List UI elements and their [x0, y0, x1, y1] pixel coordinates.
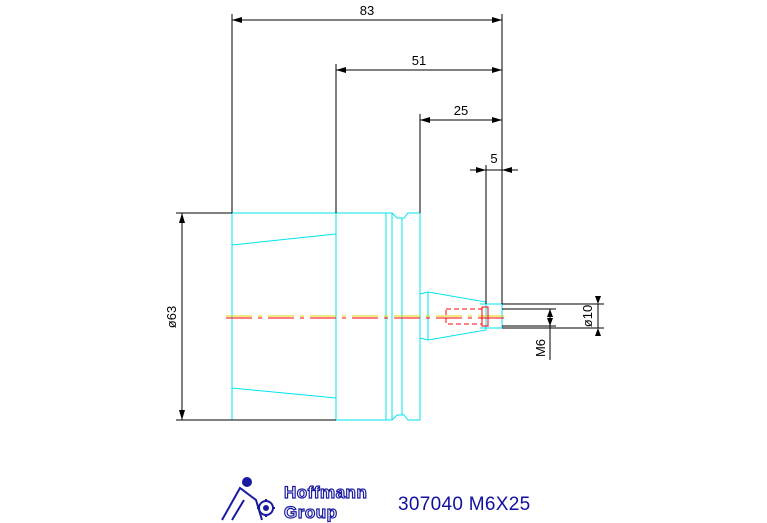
part-number-caption: 307040 M6X25: [398, 494, 531, 515]
dim-body-diameter: ø63: [164, 306, 179, 328]
dim-tip-diameter: ø10: [580, 305, 595, 327]
hoffmann-group-logo: Hoffmann Group: [221, 477, 367, 523]
dim-thread: M6: [533, 339, 548, 357]
center-line: [226, 306, 506, 327]
logo-figure-icon: [221, 477, 275, 521]
dimension-lines: [176, 14, 604, 421]
dim-overall-length: 83: [360, 3, 374, 18]
logo-text-hoffmann: Hoffmann: [284, 483, 367, 502]
dim-tip-length: 5: [490, 151, 497, 166]
logo-text-group: Group: [284, 503, 338, 522]
dim-body-length: 51: [412, 53, 426, 68]
dim-shank-length: 25: [454, 103, 468, 118]
